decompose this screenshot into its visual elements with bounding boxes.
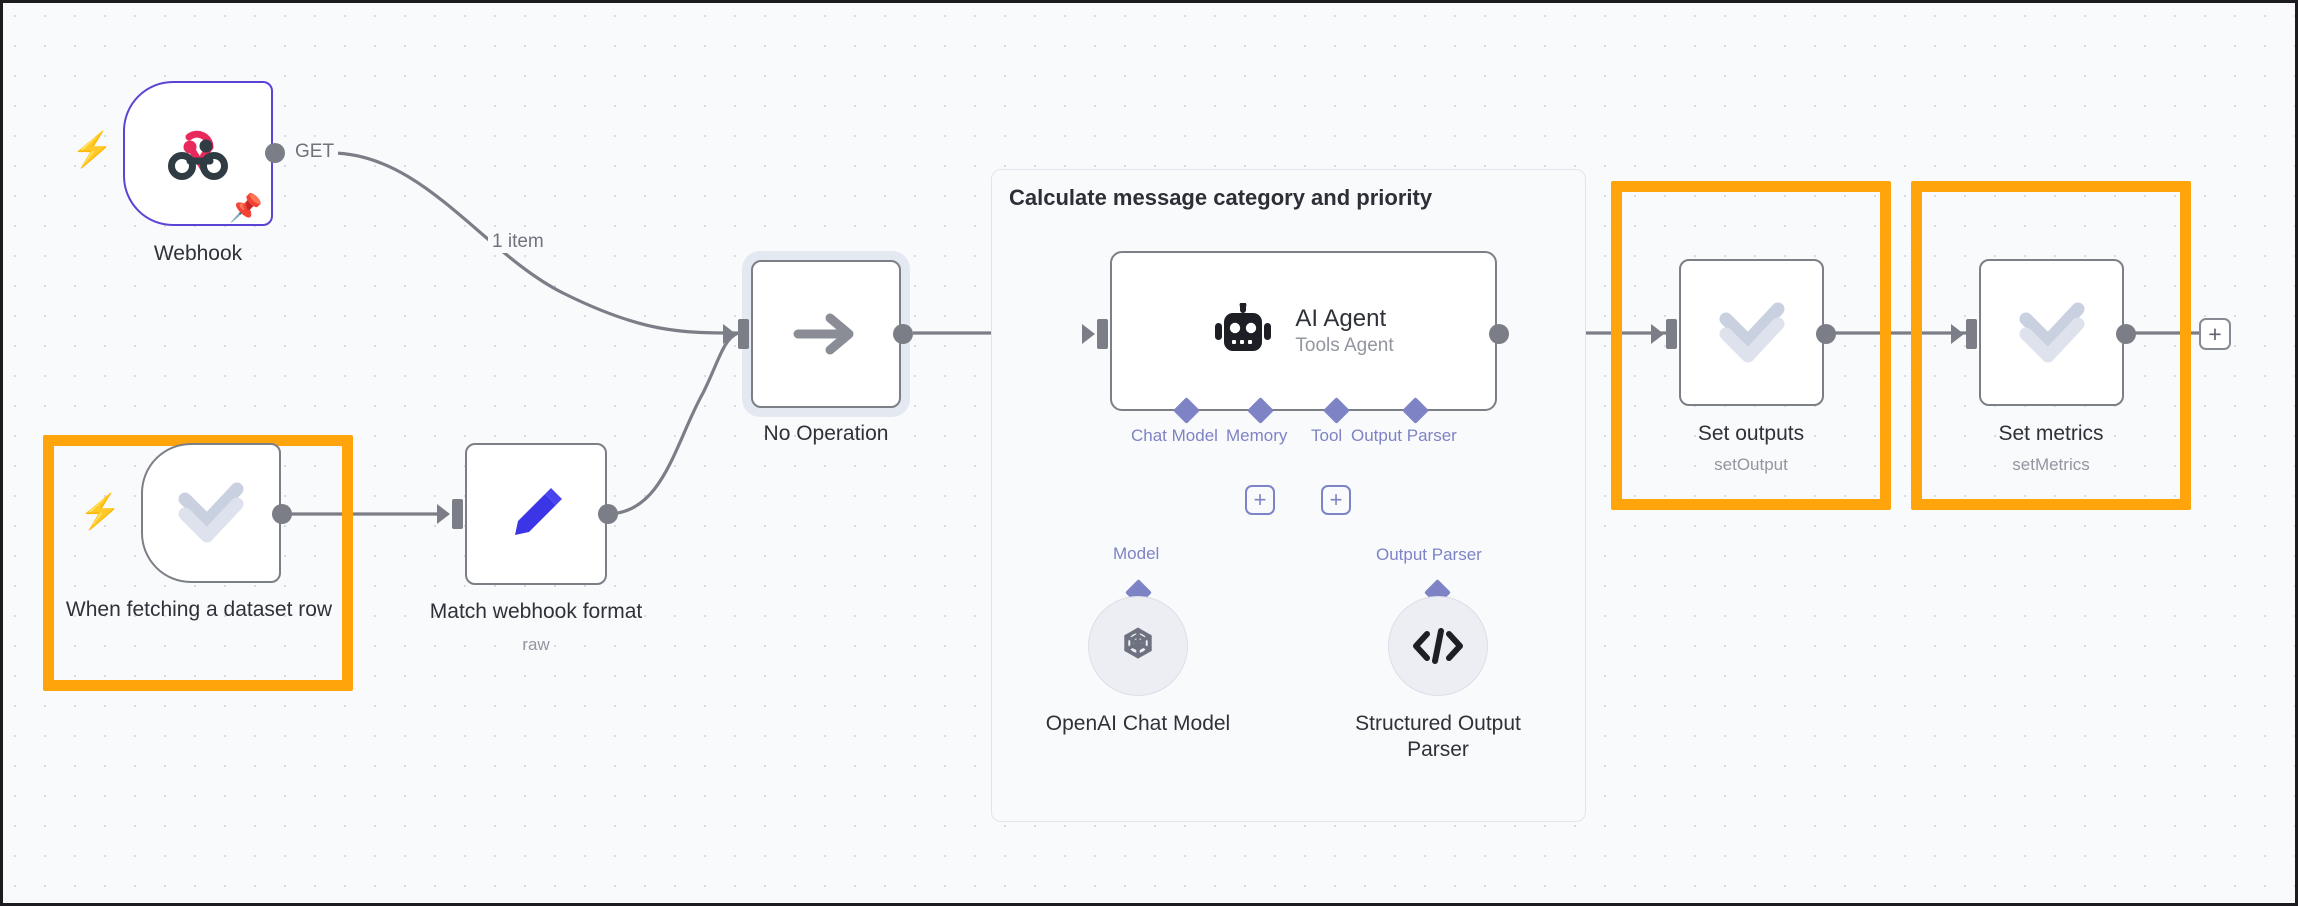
- node-structured-output-parser-label: Structured Output Parser: [1355, 712, 1521, 761]
- node-when-fetching-a-dataset-row-output-port[interactable]: [272, 504, 292, 524]
- pencil-icon: [515, 488, 562, 535]
- node-when-fetching-a-dataset-row-label: When fetching a dataset row: [65, 598, 333, 621]
- node-no-operation-output-port[interactable]: [893, 324, 913, 344]
- group-title: Calculate message category and priority: [1009, 185, 1433, 210]
- node-match-webhook-format-label: Match webhook format: [429, 600, 643, 623]
- node-match-webhook-format-output-port[interactable]: [598, 504, 618, 524]
- node-when-fetching-a-dataset-row[interactable]: [141, 443, 281, 583]
- node-match-webhook-format-input-arrow: [437, 504, 450, 524]
- edge-label-get: GET: [291, 141, 339, 163]
- node-match-webhook-format-sublabel: raw: [522, 635, 550, 654]
- node-set-outputs-input-arrow: [1651, 324, 1664, 344]
- node-no-operation-input-arrow: [723, 324, 736, 344]
- ai-port-label-memory: Memory: [1226, 426, 1288, 445]
- double-chevron-down-icon: [178, 482, 244, 543]
- node-webhook-body[interactable]: [123, 81, 273, 226]
- node-set-outputs-label: Set outputs: [1697, 422, 1805, 445]
- node-openai-chat-model[interactable]: [1088, 596, 1188, 696]
- node-set-outputs[interactable]: [1679, 259, 1824, 406]
- add-tool-button[interactable]: +: [1321, 485, 1351, 515]
- double-chevron-down-icon: [1719, 302, 1784, 362]
- node-ai-agent[interactable]: AI Agent Tools Agent: [1110, 251, 1497, 411]
- robot-icon: [1215, 303, 1272, 351]
- trigger-bolt-icon-webhook: ⚡: [71, 131, 114, 169]
- highlight-box-dataset-row: [43, 435, 353, 691]
- node-set-metrics[interactable]: [1979, 259, 2124, 406]
- edge-label-one-item: 1 item: [488, 231, 548, 253]
- node-set-metrics-output-port[interactable]: [2116, 324, 2136, 344]
- ai-port-label-tool: Tool: [1311, 426, 1343, 445]
- openai-icon: [1124, 627, 1152, 659]
- edge-webhook-to-no-operation[interactable]: [330, 151, 739, 335]
- ai-port-label-output-parser: Output Parser: [1351, 426, 1457, 445]
- add-memory-button[interactable]: +: [1245, 485, 1275, 515]
- code-brackets-icon: [1413, 628, 1463, 664]
- node-ai-agent-output-port[interactable]: [1489, 324, 1509, 344]
- ai-port-label-chat-model: Chat Model: [1131, 426, 1218, 445]
- webhook-icon: [168, 130, 228, 180]
- node-set-metrics-sublabel: setMetrics: [2012, 455, 2090, 474]
- node-set-metrics-body[interactable]: [1979, 259, 2124, 406]
- node-set-metrics-label: Set metrics: [1998, 422, 2104, 445]
- node-set-metrics-input-port[interactable]: [1966, 319, 1977, 349]
- node-ai-agent-subtitle: Tools Agent: [1295, 335, 1394, 356]
- node-no-operation-body[interactable]: [751, 260, 901, 408]
- node-ai-agent-title: AI Agent: [1295, 305, 1387, 332]
- arrow-right-icon: [793, 313, 854, 355]
- node-no-operation[interactable]: [742, 251, 910, 417]
- node-webhook-output-port[interactable]: [265, 143, 285, 163]
- node-match-webhook-format-body[interactable]: [465, 443, 607, 585]
- node-match-webhook-format-input-port[interactable]: [452, 499, 463, 529]
- double-chevron-down-icon: [2019, 302, 2084, 362]
- add-node-button[interactable]: +: [2199, 318, 2231, 350]
- node-set-outputs-output-port[interactable]: [1816, 324, 1836, 344]
- node-no-operation-label: No Operation: [763, 422, 889, 445]
- node-ai-agent-input-arrow: [1082, 324, 1095, 344]
- sub-node-port-label-model: Model: [1113, 544, 1160, 563]
- node-set-outputs-input-port[interactable]: [1666, 319, 1677, 349]
- node-openai-chat-model-label: OpenAI Chat Model: [1045, 712, 1231, 735]
- edge-match-format-to-no-operation[interactable]: [606, 331, 739, 516]
- node-no-operation-input-port[interactable]: [738, 319, 749, 349]
- trigger-bolt-icon-dataset-row: ⚡: [79, 493, 122, 531]
- node-webhook[interactable]: 📌: [123, 81, 273, 226]
- node-set-outputs-body[interactable]: [1679, 259, 1824, 406]
- highlight-box-set-outputs: [1611, 181, 1891, 510]
- sub-node-port-label-output-parser: Output Parser: [1376, 545, 1482, 564]
- node-set-outputs-sublabel: setOutput: [1714, 455, 1788, 474]
- node-match-webhook-format[interactable]: [465, 443, 607, 585]
- node-ai-agent-input-port[interactable]: [1097, 319, 1108, 349]
- node-structured-output-parser[interactable]: [1388, 596, 1488, 696]
- node-webhook-label: Webhook: [153, 242, 243, 265]
- node-set-metrics-input-arrow: [1951, 324, 1964, 344]
- node-when-fetching-a-dataset-row-body[interactable]: [141, 443, 281, 583]
- highlight-box-set-metrics: [1911, 181, 2191, 510]
- node-ai-agent-text: AI Agent Tools Agent: [1295, 305, 1393, 357]
- pin-icon: 📌: [229, 193, 263, 223]
